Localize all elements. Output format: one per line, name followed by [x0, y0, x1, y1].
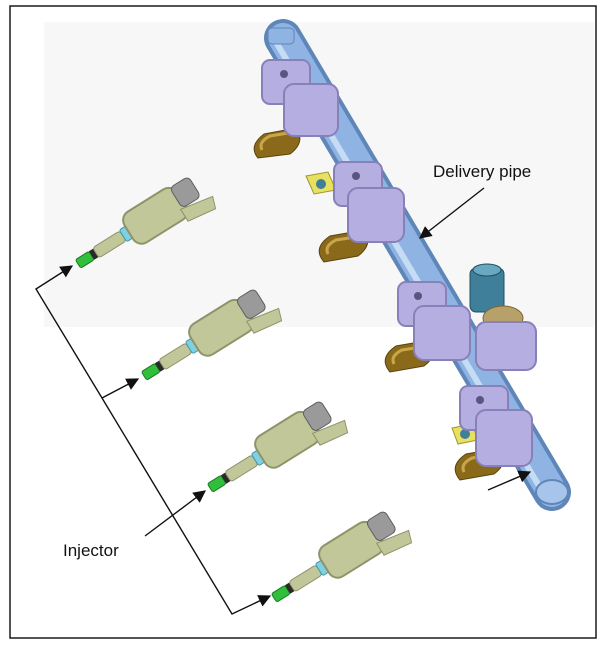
injector-mount-1 — [253, 59, 339, 159]
injector-label: Injector — [63, 541, 119, 560]
leader-injector-2 — [101, 378, 140, 399]
injector-3 — [207, 401, 349, 492]
injector-2 — [141, 289, 283, 380]
injector-1 — [75, 177, 217, 268]
leader-injector-3 — [144, 490, 207, 537]
pressure-sensor — [469, 263, 537, 371]
injector-leader-lines — [35, 265, 272, 615]
leader-injector-4 — [101, 397, 272, 615]
pipe-end-cap — [535, 479, 569, 505]
injector-mount-3 — [384, 281, 471, 373]
leader-delivery-pipe — [419, 187, 485, 239]
pipe-top-fitting — [267, 27, 295, 45]
injector-4 — [271, 511, 413, 602]
injector-mount-4 — [451, 385, 533, 481]
delivery-pipe-label: Delivery pipe — [433, 162, 532, 181]
pipe-end-arrow — [487, 470, 532, 491]
injector-mount-2 — [305, 161, 405, 263]
leader-injector-1 — [35, 265, 103, 399]
